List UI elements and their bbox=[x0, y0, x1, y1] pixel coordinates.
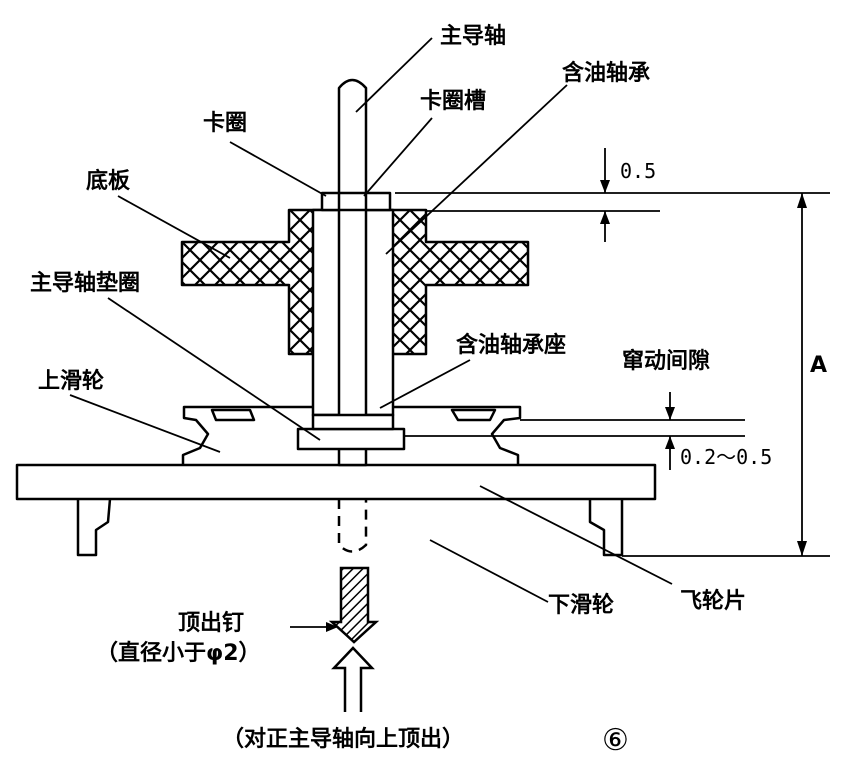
shaft-washer bbox=[296, 427, 406, 451]
label-lower-pulley: 下滑轮 bbox=[548, 592, 614, 618]
main-shaft bbox=[337, 78, 368, 467]
dimension-arrows bbox=[600, 180, 807, 556]
label-ejector-pin: 顶出钉 bbox=[178, 610, 244, 636]
label-play-gap: 窜动间隙 bbox=[622, 348, 710, 374]
label-clip-groove: 卡圈槽 bbox=[420, 89, 486, 114]
push-up-arrow bbox=[331, 646, 375, 712]
flywheel-plate bbox=[15, 463, 657, 501]
label-shaft-washer: 主导轴垫圈 bbox=[30, 270, 140, 296]
label-main-shaft: 主导轴 bbox=[440, 23, 506, 49]
diagram-geometry bbox=[15, 78, 657, 557]
dimension-top-gap: 0.5 bbox=[620, 159, 656, 183]
label-base-plate: 底板 bbox=[86, 168, 131, 194]
leader-lines bbox=[69, 37, 673, 603]
label-flywheel: 飞轮片 bbox=[680, 588, 746, 614]
lower-pulley-shape bbox=[76, 498, 624, 557]
figure-number: ⑥ bbox=[602, 723, 629, 758]
label-clip-ring: 卡圈 bbox=[203, 111, 247, 136]
dimension-play-range: 0.2～0.5 bbox=[680, 445, 772, 469]
dimension-lines bbox=[395, 148, 830, 557]
label-oil-bearing: 含油轴承 bbox=[562, 60, 650, 86]
label-upper-pulley: 上滑轮 bbox=[38, 368, 104, 394]
label-pin-diameter-note: （直径小于φ2） bbox=[96, 640, 261, 666]
label-bearing-seat: 含油轴承座 bbox=[456, 332, 566, 358]
label-push-note: （对正主导轴向上顶出） bbox=[222, 726, 464, 752]
ejector-pin bbox=[328, 566, 380, 644]
dimension-total-A: A bbox=[810, 353, 827, 378]
main-shaft-hidden bbox=[337, 499, 368, 553]
clip-ring bbox=[320, 191, 392, 212]
